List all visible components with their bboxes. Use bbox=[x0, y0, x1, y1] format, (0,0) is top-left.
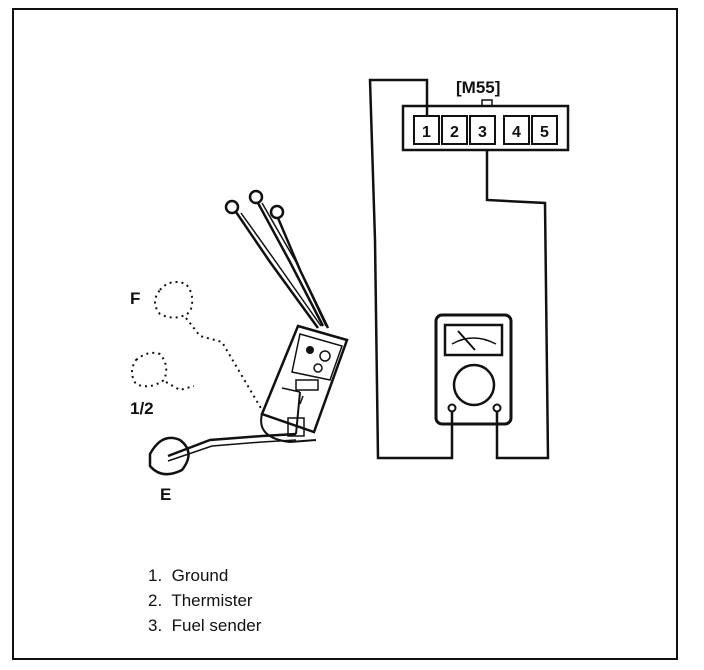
float-half-position bbox=[131, 351, 168, 388]
float-arm-half bbox=[165, 381, 195, 392]
ring-terminal-1 bbox=[224, 199, 240, 215]
legend-text: Thermister bbox=[171, 591, 253, 610]
legend-number: 2. bbox=[148, 591, 163, 610]
diagram-frame bbox=[12, 8, 678, 660]
connector-pins: 1 2 3 4 5 bbox=[413, 115, 558, 145]
legend-text: Ground bbox=[171, 566, 229, 585]
legend-item: 3. Fuel sender bbox=[148, 613, 261, 638]
legend-item: 2. Thermister bbox=[148, 588, 261, 613]
float-full-position bbox=[154, 281, 194, 319]
pin-label-5: 5 bbox=[540, 124, 549, 141]
ground-wire bbox=[368, 78, 454, 460]
fuel-sender-unit bbox=[148, 189, 349, 476]
float-travel-positions bbox=[131, 281, 263, 411]
component-1 bbox=[306, 346, 314, 354]
lead-wire-2 bbox=[256, 202, 325, 327]
meter-needle bbox=[457, 330, 476, 351]
component-2 bbox=[319, 350, 331, 362]
pin-box-5 bbox=[531, 115, 558, 145]
legend-item: 1. Ground bbox=[148, 563, 261, 588]
label-empty: E bbox=[160, 485, 171, 504]
pin-label-1: 1 bbox=[422, 124, 431, 141]
label-half: 1/2 bbox=[130, 399, 154, 418]
pin-label-4: 4 bbox=[512, 124, 521, 141]
meter-terminal-right bbox=[492, 403, 502, 413]
component-3 bbox=[313, 363, 323, 373]
legend-text: Fuel sender bbox=[171, 616, 262, 635]
ring-terminal-3 bbox=[269, 204, 285, 220]
meter-terminal-left bbox=[447, 403, 457, 413]
float-arm-full bbox=[185, 317, 263, 411]
sender-wire bbox=[485, 150, 550, 460]
pin-label-3: 3 bbox=[478, 124, 487, 141]
legend-number: 1. bbox=[148, 566, 163, 585]
component-6 bbox=[299, 395, 304, 405]
float-empty-position bbox=[148, 436, 190, 476]
sender-pivot bbox=[287, 417, 305, 437]
meter-scale bbox=[451, 337, 497, 345]
float-arm-riser bbox=[295, 391, 301, 435]
legend: 1. Ground 2. Thermister 3. Fuel sender bbox=[148, 563, 261, 638]
ring-terminal-2 bbox=[248, 189, 264, 205]
sender-body bbox=[260, 324, 349, 434]
legend-number: 3. bbox=[148, 616, 163, 635]
float-arm-inner bbox=[167, 439, 297, 462]
meter-body bbox=[434, 313, 513, 426]
connector-housing bbox=[401, 104, 570, 152]
component-4 bbox=[295, 379, 319, 391]
ohmmeter bbox=[434, 313, 513, 426]
sender-board bbox=[291, 333, 343, 381]
pin-box-4 bbox=[503, 115, 530, 145]
lead-wire-3 bbox=[276, 217, 330, 329]
meter-dial bbox=[452, 363, 496, 407]
pin-box-3 bbox=[469, 115, 496, 145]
connector-label: [M55] bbox=[456, 78, 500, 97]
float-arm bbox=[167, 432, 297, 458]
pin-box-2 bbox=[441, 115, 468, 145]
pin-label-2: 2 bbox=[450, 124, 459, 141]
lead-wire-1b bbox=[240, 212, 322, 327]
lead-wire-1 bbox=[234, 211, 320, 329]
meter-display bbox=[443, 323, 504, 357]
label-full: F bbox=[130, 289, 140, 308]
component-5 bbox=[281, 387, 301, 393]
